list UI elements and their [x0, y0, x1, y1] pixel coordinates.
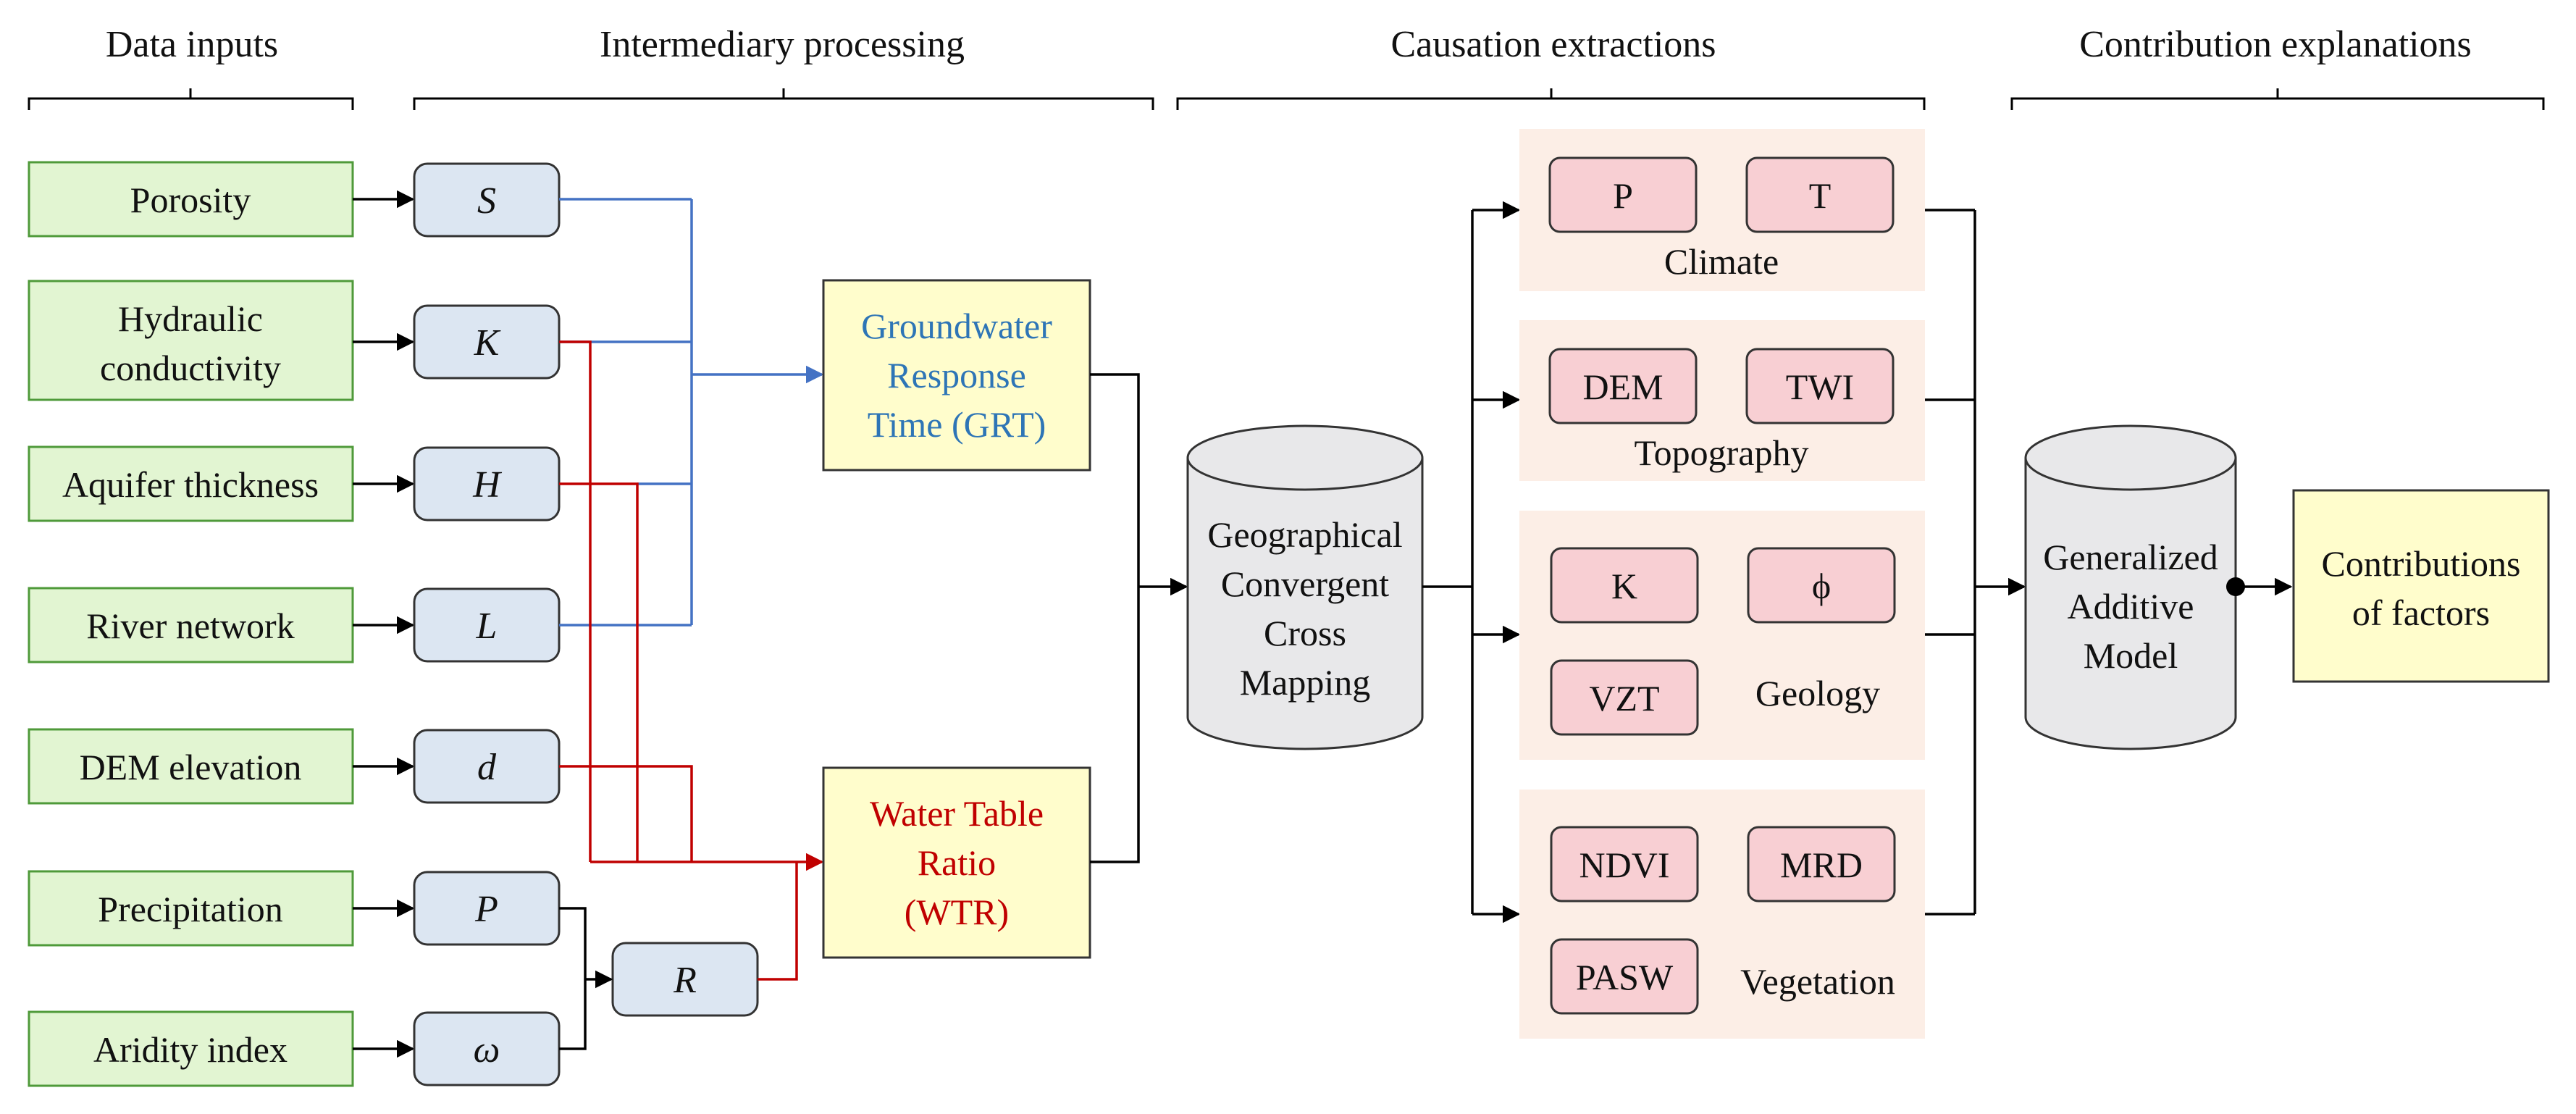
input-box-dem — [28, 728, 354, 805]
grt-line1: Groundwater — [861, 306, 1052, 346]
grt-line2: Response — [887, 355, 1026, 395]
red-line-H — [559, 482, 639, 862]
grt-box — [822, 279, 1091, 472]
factor-box-P — [1548, 156, 1698, 233]
factor-T: T — [1809, 175, 1832, 216]
brace-contribution — [2010, 88, 2545, 110]
factor-VZT: VZT — [1589, 678, 1659, 719]
input-aquifer-thickness: Aquifer thickness — [62, 464, 319, 505]
factor-box-NDVI — [1550, 826, 1699, 902]
brace-causation — [1176, 88, 1926, 110]
input-aridity-index: Aridity index — [93, 1029, 288, 1070]
factor-box-PASW — [1550, 938, 1699, 1015]
gccm-line4: Mapping — [1240, 662, 1371, 703]
contributions-line1: Contributions — [2321, 543, 2520, 584]
header-causation-extractions: Causation extractions — [1390, 24, 1716, 65]
factor-TWI: TWI — [1786, 367, 1854, 407]
input-box-aquifer — [28, 445, 354, 522]
red-line-R — [758, 862, 798, 981]
red-line-d — [559, 765, 693, 862]
factor-box-K — [1550, 547, 1699, 624]
group-label-vegetation: Vegetation — [1740, 961, 1895, 1002]
input-box-aridity — [28, 1010, 354, 1087]
factor-box-TWI — [1745, 348, 1895, 424]
input-hydraulic-line2: conductivity — [100, 348, 281, 388]
factor-box-T — [1745, 156, 1895, 233]
param-d: d — [477, 747, 497, 788]
gccm-cylinder — [1186, 424, 1424, 750]
connector-dot — [2226, 577, 2245, 596]
wtr-box — [822, 766, 1091, 959]
header-intermediary-processing: Intermediary processing — [600, 24, 965, 65]
gam-cylinder — [2024, 424, 2237, 750]
factor-P: P — [1613, 175, 1633, 216]
gccm-line3: Cross — [1264, 613, 1346, 653]
input-box-hydraulic — [28, 280, 354, 401]
group-label-climate: Climate — [1664, 241, 1779, 282]
wtr-line3: (WTR) — [905, 892, 1009, 932]
param-K: K — [474, 322, 501, 364]
contributions-box — [2292, 489, 2550, 683]
param-omega: ω — [474, 1029, 500, 1071]
line-P-to-R — [559, 907, 587, 1050]
param-P: P — [474, 889, 498, 930]
line-grt-to-gccm — [1090, 373, 1140, 863]
header-contribution-explanations: Contribution explanations — [2079, 24, 2472, 65]
wtr-line1: Water Table — [870, 793, 1044, 834]
gccm-line2: Convergent — [1221, 564, 1389, 604]
input-river-network: River network — [86, 606, 294, 646]
input-box-precipitation — [28, 870, 354, 947]
contributions-line2: of factors — [2352, 592, 2490, 633]
factor-box-MRD — [1747, 826, 1896, 902]
factor-box-DEM — [1548, 348, 1698, 424]
param-S: S — [477, 180, 496, 222]
factor-K: K — [1611, 566, 1637, 606]
group-label-geology: Geology — [1755, 673, 1880, 713]
factor-box-phi — [1747, 547, 1896, 624]
wtr-line2: Ratio — [918, 842, 996, 883]
factor-box-VZT — [1550, 659, 1699, 736]
param-H: H — [472, 464, 502, 506]
param-R: R — [673, 960, 697, 1001]
input-dem-elevation: DEM elevation — [80, 747, 302, 787]
brace-data-inputs — [28, 88, 354, 110]
brace-intermediary — [413, 88, 1154, 110]
factor-MRD: MRD — [1780, 845, 1863, 885]
input-precipitation: Precipitation — [98, 889, 283, 929]
factor-phi: ϕ — [1812, 566, 1831, 606]
group-label-topography: Topography — [1635, 432, 1809, 473]
factor-DEM: DEM — [1582, 367, 1663, 407]
grt-line3: Time (GRT) — [868, 404, 1046, 445]
red-line-K — [559, 340, 592, 862]
header-data-inputs: Data inputs — [106, 24, 278, 65]
factor-NDVI: NDVI — [1579, 845, 1670, 885]
param-L: L — [476, 606, 498, 647]
input-porosity: Porosity — [130, 180, 251, 220]
input-hydraulic-line1: Hydraulic — [118, 298, 263, 339]
input-box-porosity — [28, 161, 354, 238]
gam-line1: Generalized — [2043, 537, 2218, 577]
gam-line3: Model — [2084, 635, 2178, 676]
gccm-line1: Geographical — [1207, 514, 1402, 555]
gam-line2: Additive — [2068, 586, 2194, 627]
factor-PASW: PASW — [1576, 957, 1674, 997]
